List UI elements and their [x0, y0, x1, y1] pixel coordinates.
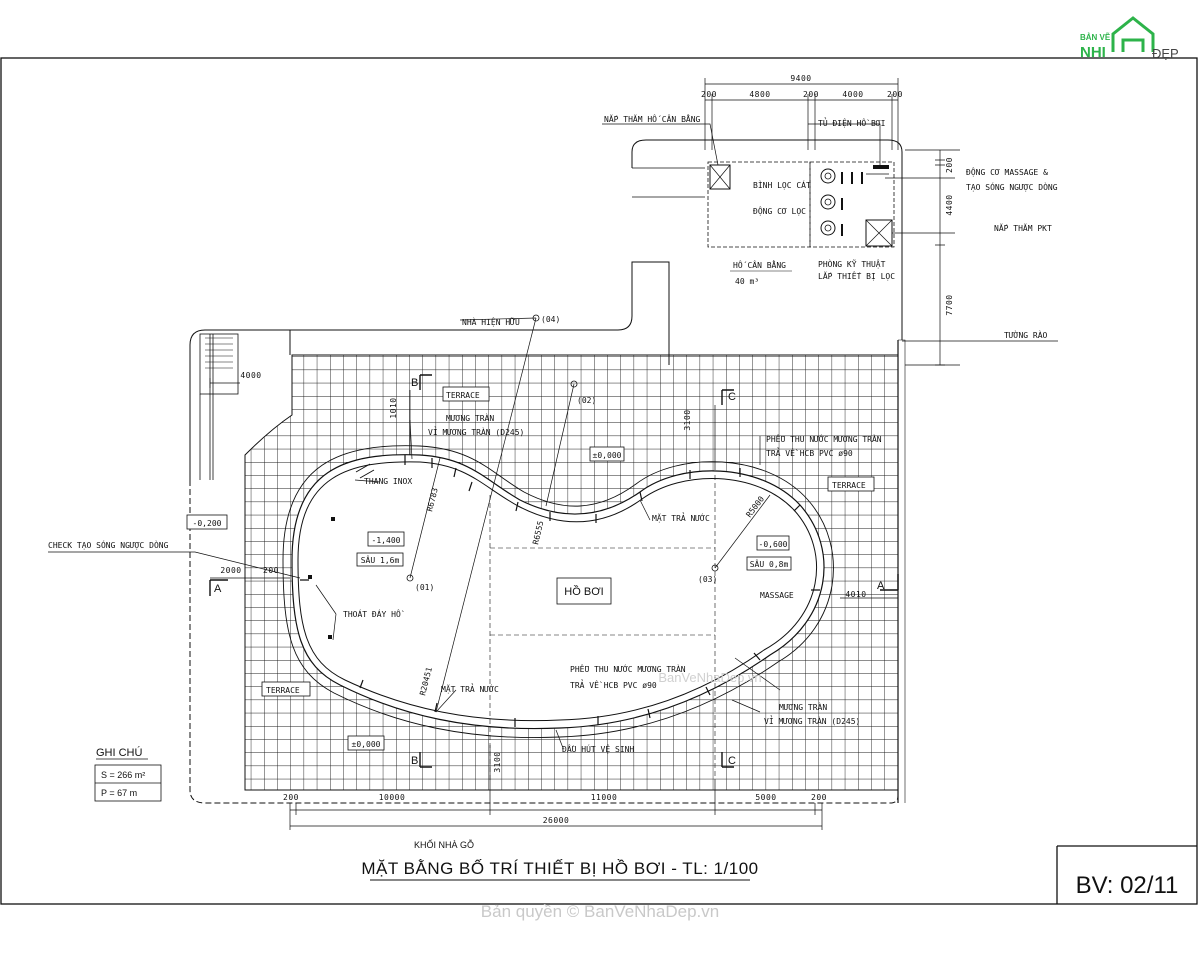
dim-top-e: 200 — [887, 90, 903, 99]
drawing-title: MẶT BẰNG BỐ TRÍ THIẾT BỊ HỒ BƠI - TL: 1/… — [361, 858, 758, 878]
section-c-top: C — [728, 391, 736, 403]
overflow-grate-label-top: VỈ MƯƠNG TRÀN (D245) — [428, 426, 524, 437]
brand-logo: BẢN VẼ NHI ĐẸP — [1080, 16, 1179, 61]
return-inlet-label-top: MẶT TRẢ NƯỚC — [652, 512, 710, 523]
logo-dep: ĐẸP — [1152, 46, 1179, 61]
funnel-bottom-label-2: TRẢ VỀ HCB PVC ø90 — [570, 679, 657, 690]
level-boxes — [94, 386, 875, 802]
center-watermark: BanVeNhaDep.vn — [658, 670, 761, 685]
sheet-frame — [0, 57, 1198, 905]
balance-tank-volume: 40 m³ — [735, 277, 759, 286]
balance-hatch-label: NẮP THĂM HỐ CÂN BẰNG — [604, 113, 701, 124]
massage-motor-label-2: TẠO SÓNG NGƯỢC DÒNG — [966, 181, 1058, 192]
section-a-right: A — [877, 580, 885, 592]
dim-top-b: 4800 — [749, 90, 770, 99]
fence-label: TƯỜNG RÀO — [1004, 329, 1048, 340]
dim-bottom-total: 26000 — [543, 816, 570, 825]
control-cabinet-label: TỦ ĐIỆN HỒ BƠI — [818, 117, 886, 128]
return-inlet-label-bottom: MẶT TRẢ NƯỚC — [441, 683, 499, 694]
logo-line1: BẢN VẼ — [1080, 33, 1111, 42]
dim-bottom-b: 10000 — [379, 793, 406, 802]
funnel-bottom-label-1: PHỄU THU NƯỚC MƯƠNG TRÀN — [570, 663, 686, 674]
vacuum-label: ĐẦU HÚT VỆ SINH — [562, 743, 634, 754]
inox-ladder-label: THANG INOX — [364, 477, 412, 486]
dim-top-a: 200 — [701, 90, 717, 99]
dim-vertical-b: 1010 — [389, 397, 398, 418]
dim-top-d: 4000 — [842, 90, 863, 99]
pool-name: HỒ BƠI — [564, 585, 603, 598]
dim-vertical-c: 3100 — [683, 409, 692, 430]
terrace-label-left: TERRACE — [266, 686, 300, 695]
dim-top-c: 200 — [803, 90, 819, 99]
section-b-bottom: B — [411, 755, 418, 767]
level-outer: -0,200 — [193, 519, 222, 528]
overflow-grate-label-bottom: VỈ MƯƠNG TRÀN (D245) — [764, 715, 860, 726]
depth-deep: SÂU 1,6m — [361, 554, 400, 565]
check-wave-label: CHECK TẠO SÓNG NGƯỢC DÒNG — [48, 539, 169, 550]
center-03: (03) — [698, 575, 717, 584]
level-zero-bottom: ±0,000 — [352, 740, 381, 749]
dim-right-c: 7700 — [945, 294, 954, 315]
dim-right-b: 4400 — [945, 194, 954, 215]
depth-shallow: SÂU 0,8m — [750, 558, 789, 569]
level-deep: -1,400 — [372, 536, 401, 545]
notes-area: S = 266 m² — [101, 770, 145, 780]
balance-tank-label: HỐ CÂN BẰNG — [733, 259, 786, 270]
center-04: (04) — [541, 315, 560, 324]
massage-motor-label-1: ĐỘNG CƠ MASSAGE & — [966, 167, 1048, 177]
tech-room-label-1: PHÒNG KỸ THUẬT — [818, 258, 886, 269]
leader-lines — [48, 123, 1058, 749]
overflow-label-top: MƯƠNG TRÀN — [446, 412, 494, 423]
logo-nhi: NHI — [1080, 44, 1106, 61]
tech-hatch-label: NẮP THĂM PKT — [994, 222, 1052, 233]
technical-room — [707, 161, 895, 248]
tech-room-label-2: LẮP THIẾT BỊ LỌC — [818, 270, 895, 281]
massage-label: MASSAGE — [760, 591, 794, 600]
dim-right-4010: 4010 — [845, 590, 866, 599]
house-icon — [1111, 16, 1155, 52]
filter-motor-label: ĐỘNG CƠ LỌC — [753, 206, 806, 216]
dim-bottom-c: 11000 — [591, 793, 618, 802]
dim-right-a: 200 — [945, 157, 954, 173]
overflow-label-bottom: MƯƠNG TRÀN — [779, 701, 827, 712]
section-c-bottom: C — [728, 755, 736, 767]
section-markers — [209, 374, 899, 768]
existing-house-label: NHÀ HIỆN HỮU — [462, 316, 520, 327]
level-shallow: -0,600 — [759, 540, 788, 549]
section-b-top: B — [411, 377, 418, 389]
dim-bottom-a: 200 — [283, 793, 299, 802]
center-02: (02) — [577, 396, 596, 405]
center-01: (01) — [415, 583, 434, 592]
dim-left-2000: 2000 — [220, 566, 241, 575]
notes-heading: GHI CHÚ — [96, 746, 143, 759]
dimension-lines — [209, 78, 960, 830]
dim-bottom-e: 200 — [811, 793, 827, 802]
sand-filter-label: BÌNH LỌC CÁT — [753, 179, 811, 190]
copyright-watermark: Bản quyền © BanVeNhaDep.vn — [481, 902, 719, 921]
dim-left-4000: 4000 — [240, 371, 261, 380]
terrace-label-top: TERRACE — [446, 391, 480, 400]
terrace-label-right: TERRACE — [832, 481, 866, 490]
notes-perimeter: P = 67 m — [101, 788, 137, 798]
dim-bottom-d: 5000 — [755, 793, 776, 802]
funnel-top-label-2: TRẢ VỀ HCB PVC ø90 — [766, 447, 853, 458]
dim-vertical-d: 3100 — [493, 751, 502, 772]
level-zero-top: ±0,000 — [593, 451, 622, 460]
dim-top-total: 9400 — [790, 74, 811, 83]
wood-block-label: KHỐI NHÀ GỖ — [414, 839, 474, 850]
section-a-left: A — [214, 583, 222, 595]
dim-left-200: 200 — [263, 566, 279, 575]
main-drain-label: THOÁT ĐÁY HỒ — [343, 608, 404, 619]
sheet-number: BV: 02/11 — [1076, 872, 1179, 899]
funnel-top-label-1: PHỄU THU NƯỚC MƯƠNG TRÀN — [766, 433, 882, 444]
entry-stairs — [199, 333, 239, 480]
